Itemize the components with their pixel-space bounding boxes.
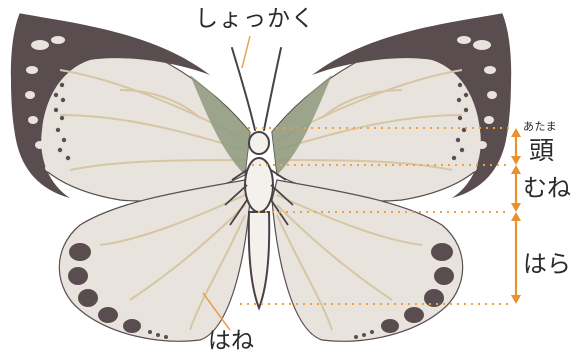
left-forewing: [11, 14, 250, 201]
head-shape: [249, 132, 269, 154]
head-ruby-label: あたま: [523, 121, 557, 132]
antenna-leader-line: [242, 36, 250, 68]
abdomen-label: はら: [523, 252, 571, 276]
right-forewing: [272, 14, 511, 201]
head-label: 頭: [529, 138, 554, 163]
right-hindwing: [272, 180, 463, 341]
abdomen-shape: [249, 212, 269, 308]
bracket-arrows: [511, 128, 521, 304]
wing-label: はね: [208, 330, 254, 353]
thorax-label: むね: [523, 176, 571, 200]
thorax-shape: [245, 158, 273, 212]
antenna-label: しょっかく: [195, 8, 315, 31]
butterfly-illustration: [11, 14, 511, 341]
antennae: [232, 48, 281, 130]
